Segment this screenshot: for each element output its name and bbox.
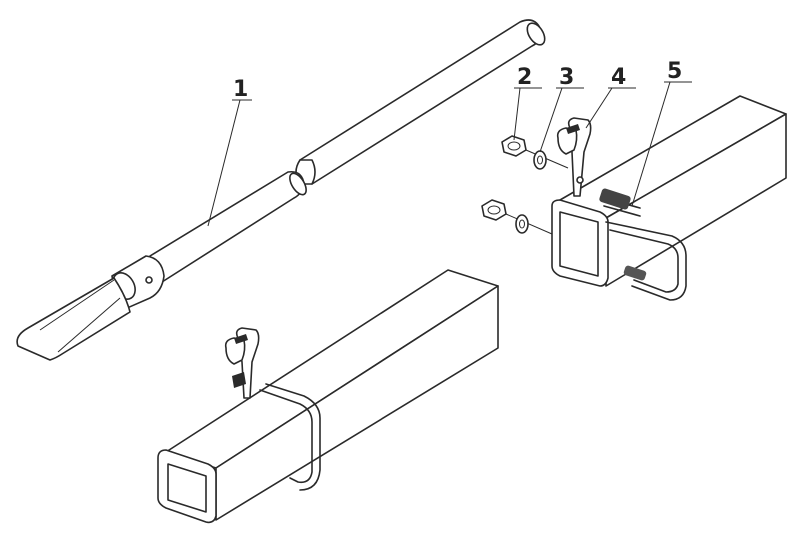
clamp-lower	[224, 327, 260, 399]
washer-lower	[515, 214, 529, 234]
square-tube-lower	[157, 269, 499, 524]
callout-leaders	[207, 81, 692, 227]
square-tube-upper	[551, 95, 787, 301]
washer-upper	[533, 150, 547, 170]
clamp-upper	[556, 117, 592, 197]
callout-3: 3	[559, 65, 574, 90]
nut-upper	[501, 135, 569, 169]
handle-tool	[16, 19, 546, 361]
thread	[599, 188, 631, 210]
callout-2: 2	[517, 65, 532, 90]
nut-lower	[481, 199, 553, 235]
callout-1: 1	[233, 77, 248, 102]
callout-5: 5	[667, 59, 682, 84]
callout-4: 4	[611, 65, 626, 90]
